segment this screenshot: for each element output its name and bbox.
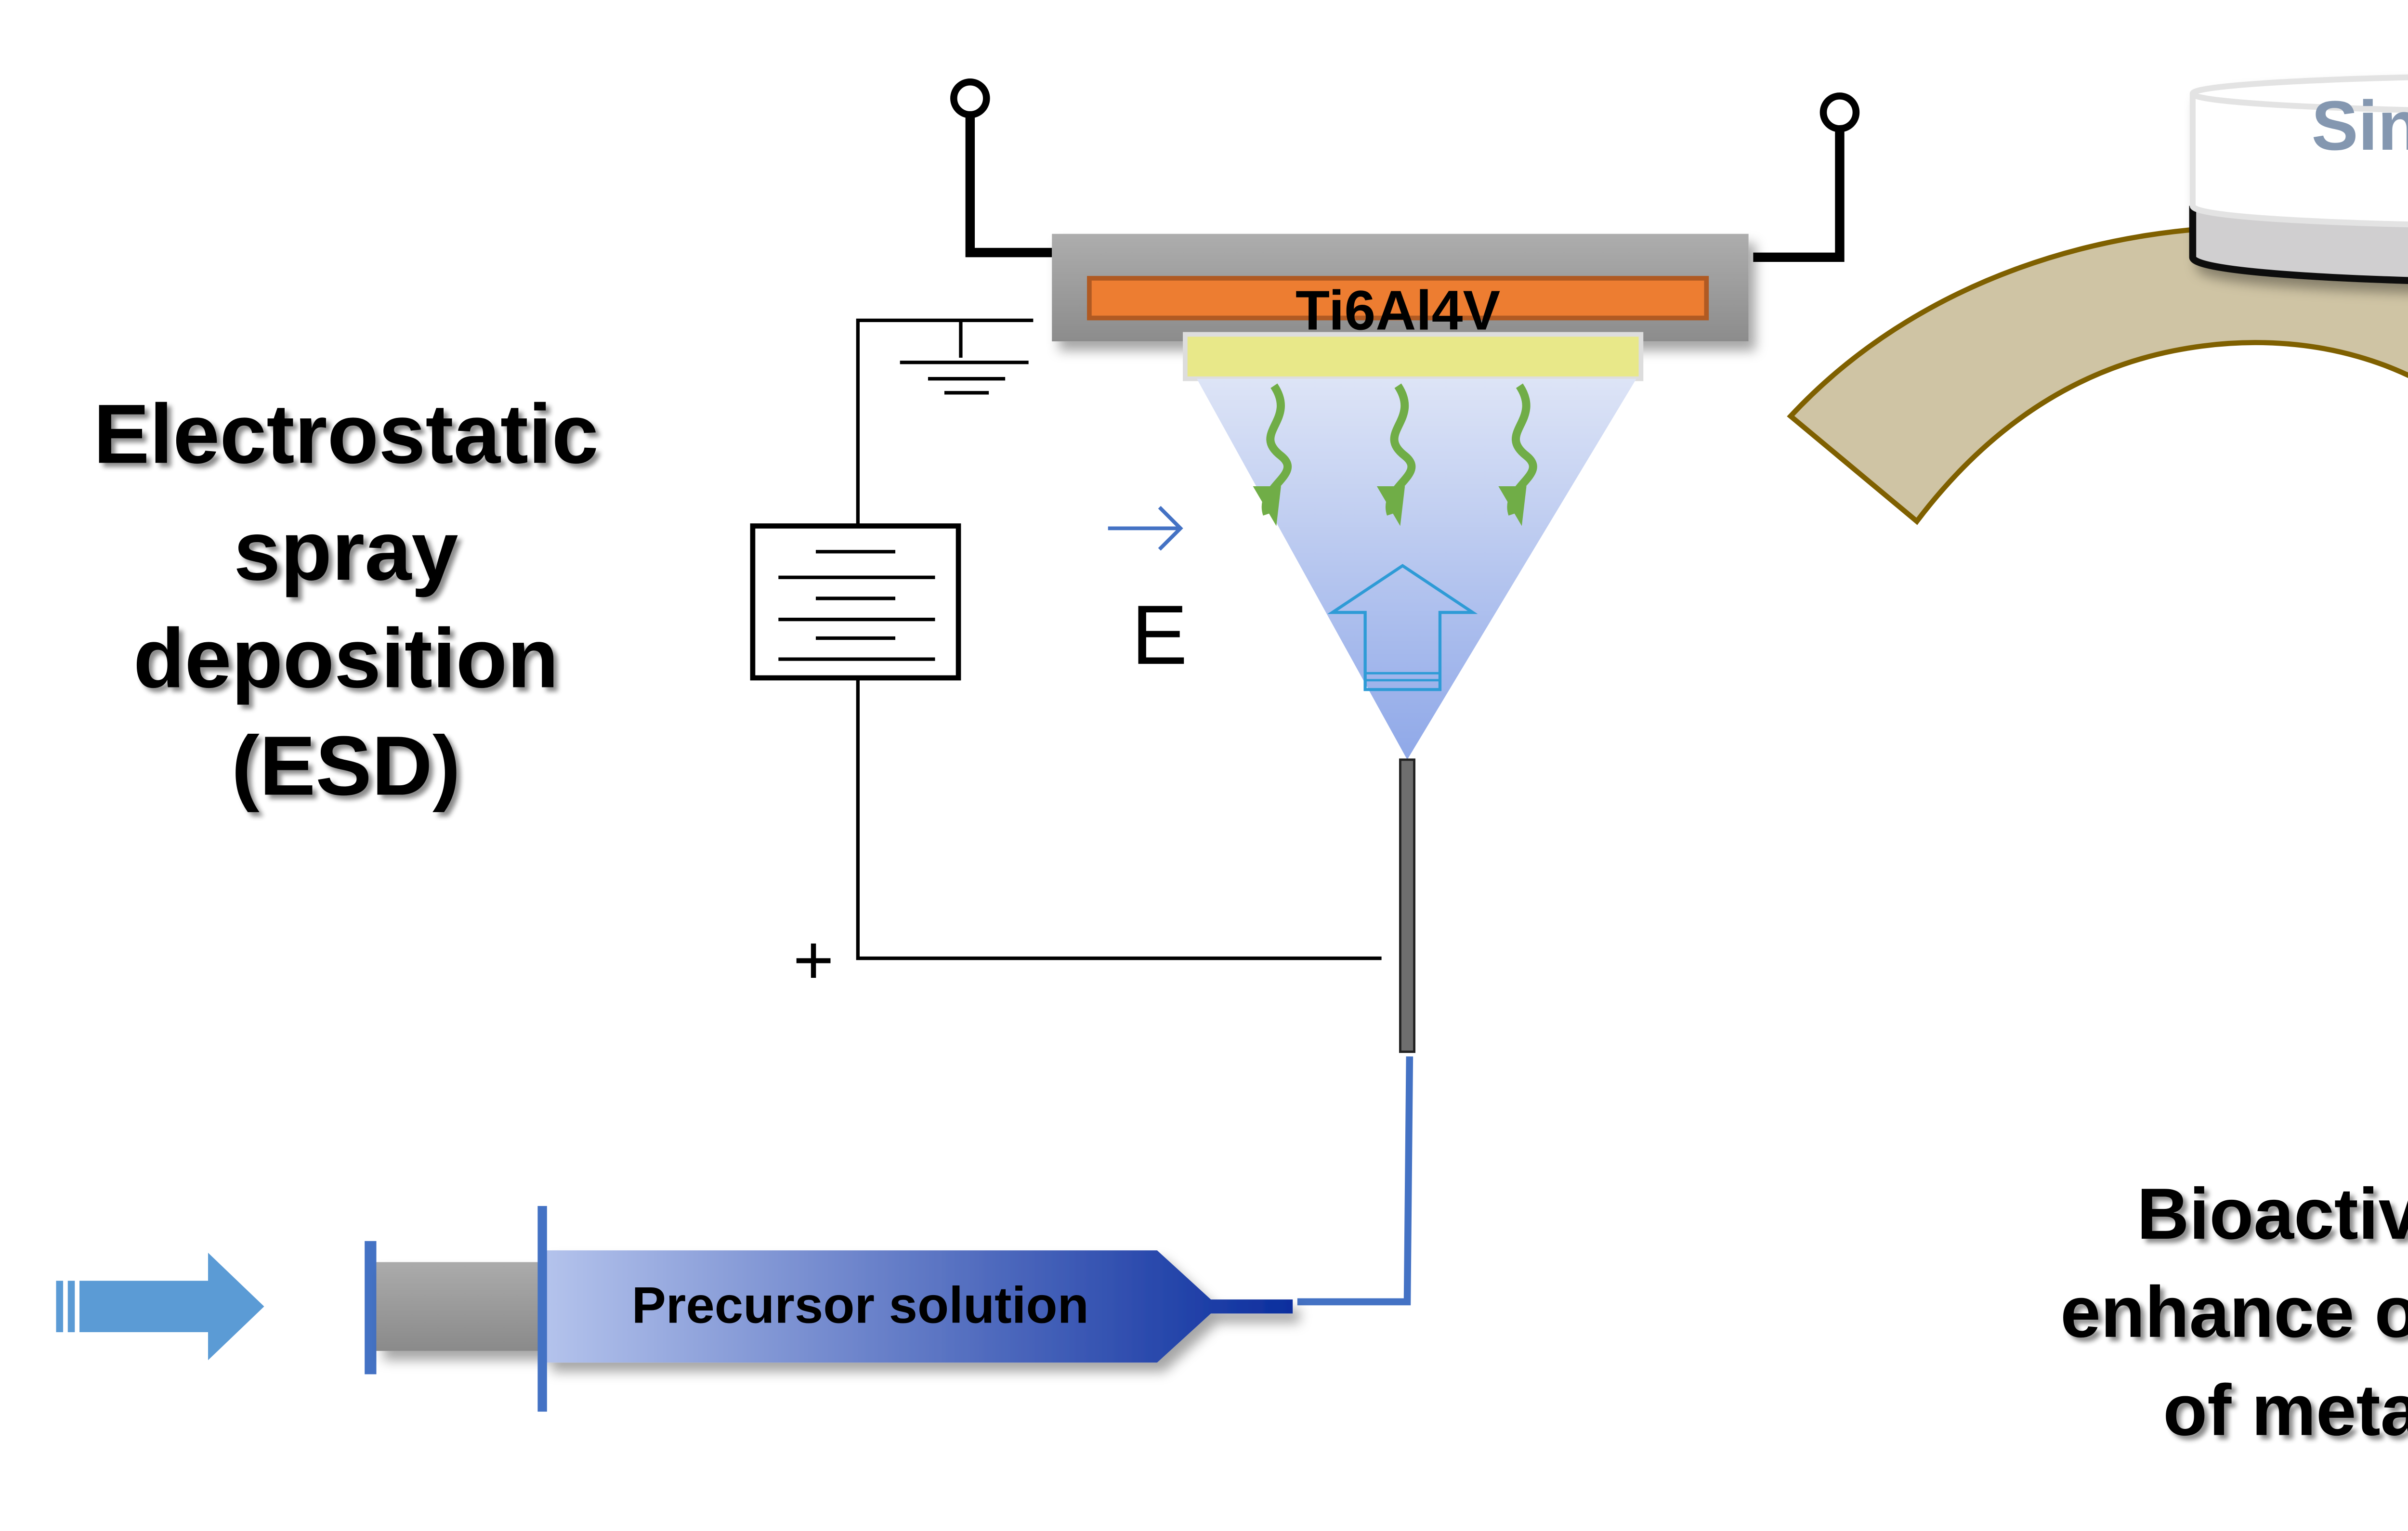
conclusion-line-2: enhance osteointegration bbox=[2060, 1272, 2408, 1352]
left-title-line-4: (ESD) bbox=[232, 719, 461, 813]
plunger bbox=[376, 1262, 545, 1351]
left-title-line-3: deposition bbox=[133, 611, 559, 705]
substrate-label: Ti6Al4V bbox=[1296, 279, 1500, 342]
terminal-right-icon bbox=[1819, 92, 1860, 132]
wave-arrowhead-icon bbox=[1253, 486, 1281, 526]
hap-layer-top bbox=[2190, 74, 2408, 113]
wire-bottom bbox=[856, 677, 1382, 960]
coating-layer bbox=[1183, 332, 1644, 381]
field-arrow-icon bbox=[1108, 506, 1183, 551]
conclusion-line-3: of metallic implants bbox=[2163, 1370, 2408, 1451]
wave-arrow-heads bbox=[1253, 486, 1527, 526]
spray-needle bbox=[1399, 758, 1415, 1053]
terminal-right-wire bbox=[1753, 129, 1845, 262]
terminal-left-icon bbox=[950, 78, 990, 118]
field-label: E bbox=[1131, 588, 1188, 682]
barrel-flange bbox=[537, 1206, 547, 1412]
terminal-left-wire bbox=[965, 115, 1052, 258]
power-supply-box bbox=[750, 523, 961, 681]
plunger-flange bbox=[365, 1241, 377, 1375]
feed-tube bbox=[1297, 1056, 1413, 1306]
conclusion-line-1: Bioactive coatings to bbox=[2137, 1173, 2408, 1254]
syringe-barrel bbox=[544, 1250, 1293, 1363]
upward-flow-arrow-icon bbox=[1327, 564, 1478, 691]
electrode-terminals bbox=[950, 78, 1860, 262]
circuit bbox=[750, 318, 1382, 960]
syringe: Precursor solution bbox=[56, 1206, 1293, 1412]
hap-layer-label: Single-phase HAP bbox=[2312, 86, 2408, 165]
plus-sign: + bbox=[793, 921, 834, 999]
syringe-label: Precursor solution bbox=[632, 1276, 1089, 1334]
spray-cone bbox=[1197, 378, 1636, 760]
conclusion-text: Bioactive coatings to enhance osteointeg… bbox=[2060, 1173, 2408, 1451]
push-arrow-icon bbox=[56, 1253, 264, 1361]
wave-arrowhead-icon bbox=[1376, 486, 1405, 526]
process-arrow-icon bbox=[1787, 224, 2408, 525]
left-title-line-1: Electrostatic bbox=[93, 387, 599, 481]
wave-arrowhead-icon bbox=[1498, 486, 1527, 526]
left-title: Electrostatic spray deposition (ESD) bbox=[93, 387, 599, 813]
left-title-line-2: spray bbox=[234, 504, 458, 598]
substrate-bar bbox=[1087, 276, 1709, 321]
coated-sample-hap bbox=[2189, 74, 2408, 284]
wire-top bbox=[856, 318, 1034, 526]
hap-layer bbox=[2189, 93, 2408, 228]
